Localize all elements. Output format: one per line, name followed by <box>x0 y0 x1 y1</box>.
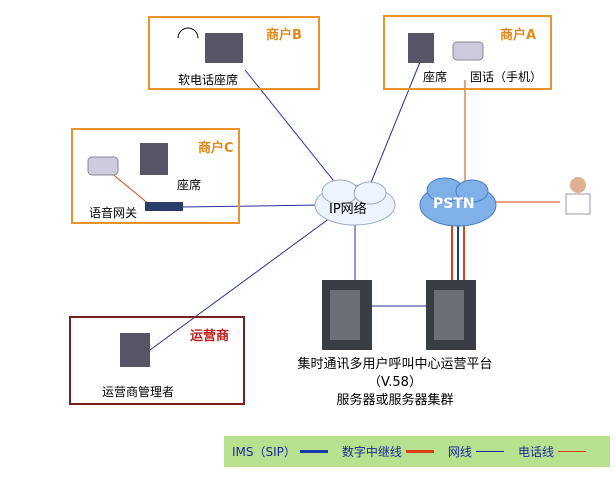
phone-icon <box>452 41 484 61</box>
line-b-ip <box>244 69 346 196</box>
ip-network-label: IP网络 <box>329 202 367 217</box>
platform-version: （V.58） <box>368 375 422 390</box>
computer-icon <box>120 333 150 367</box>
headset-icon <box>177 27 199 39</box>
platform-servers: 服务器或服务器集群 <box>336 393 454 408</box>
line-a-ip <box>367 61 421 191</box>
computer-icon <box>205 33 243 63</box>
legend-label-trunk: 数字中继线 <box>341 445 402 459</box>
legend-line-network <box>475 451 504 452</box>
ip-cloud-icon <box>314 179 396 226</box>
operator-title: 运营商 <box>190 329 230 344</box>
computer-icon <box>140 143 168 175</box>
merchant-a-box <box>383 15 552 90</box>
server-icon <box>322 280 372 350</box>
seat-label: 座席 <box>177 178 202 192</box>
merchant-c-box <box>71 128 240 224</box>
legend-line-trunk <box>405 450 434 453</box>
platform-caption: 集时通讯多用户呼叫中心运营平台 （V.58） 服务器或服务器集群 <box>270 356 520 410</box>
legend: IMS（SIP） 数字中继线 网线 电话线 <box>224 436 610 467</box>
seat-label: 座席 <box>423 70 448 84</box>
merchant-b-box <box>148 16 320 90</box>
legend-line-phone <box>557 451 586 452</box>
gateway-label: 语音网关 <box>89 206 138 220</box>
merchant-b-title: 商户B <box>266 28 302 43</box>
pstn-label: PSTN <box>433 196 475 212</box>
legend-label-network: 网线 <box>447 445 472 459</box>
operator-box <box>69 316 245 405</box>
legend-line-sip <box>299 450 328 453</box>
phone-icon <box>87 156 119 176</box>
merchant-a-title: 商户A <box>500 28 537 43</box>
person-icon <box>565 177 591 215</box>
line-c-ip <box>181 204 321 208</box>
soft-phone-seat-label: 软电话座席 <box>178 73 239 87</box>
platform-name: 集时通讯多用户呼叫中心运营平台 <box>297 357 493 372</box>
merchant-c-title: 商户C <box>198 141 234 156</box>
line-op-ip <box>149 217 331 351</box>
gateway-icon <box>145 202 183 211</box>
server-icon <box>426 280 476 350</box>
line-phone-c-gw <box>109 171 151 206</box>
operator-admin-label: 运营商管理者 <box>102 385 175 399</box>
computer-icon <box>408 33 434 63</box>
pstn-cloud-icon <box>419 177 497 227</box>
legend-label-sip: IMS（SIP） <box>232 445 296 459</box>
legend-label-phone: 电话线 <box>517 445 554 459</box>
phone-label: 固话（手机） <box>470 70 543 84</box>
